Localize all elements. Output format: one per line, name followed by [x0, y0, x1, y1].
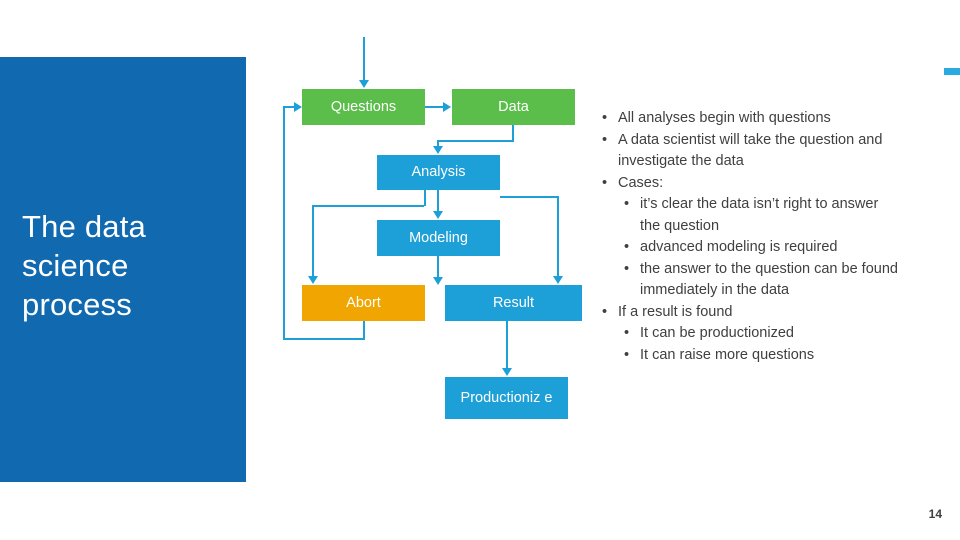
arrow-into-data [443, 102, 451, 112]
bullet-list: All analyses begin with questions A data… [598, 108, 898, 366]
left-color-panel [0, 57, 246, 482]
list-item: It can raise more questions [598, 345, 898, 367]
node-analysis[interactable]: Analysis [377, 155, 500, 190]
node-modeling[interactable]: Modeling [377, 220, 500, 256]
connector-data-to-analysis-horizontal [437, 140, 514, 142]
connector-modeling-to-result [437, 256, 439, 278]
connector-result-in-vertical [557, 196, 559, 277]
connector-abort-in-vertical [312, 205, 314, 277]
flow-diagram: Questions Data Analysis Modeling Abort R… [246, 0, 606, 540]
arrow-loop-into-questions [294, 102, 302, 112]
accent-bar [944, 68, 960, 75]
list-item: A data scientist will take the question … [598, 130, 898, 173]
list-item: it’s clear the data isn’t right to answe… [598, 194, 898, 237]
connector-loop-into-questions [283, 106, 296, 108]
connector-questions-to-data [425, 106, 444, 108]
list-item: If a result is found [598, 302, 898, 324]
connector-abort-loop-down [363, 321, 365, 339]
connector-abort-loop-up [283, 106, 285, 340]
list-item: All analyses begin with questions [598, 108, 898, 130]
list-item: It can be productionized [598, 323, 898, 345]
connector-analysis-in-vertical [437, 140, 439, 147]
arrow-into-questions [359, 80, 369, 88]
arrow-into-modeling [433, 211, 443, 219]
arrow-modeling-down [433, 277, 443, 285]
arrow-into-abort [308, 276, 318, 284]
node-result[interactable]: Result [445, 285, 582, 321]
connector-result-to-productionize [506, 321, 508, 369]
arrow-into-result [553, 276, 563, 284]
node-productionize[interactable]: Productioniz e [445, 377, 568, 419]
node-questions[interactable]: Questions [302, 89, 425, 125]
list-item: the answer to the question can be found … [598, 259, 898, 302]
connector-top-vertical [363, 37, 365, 81]
connector-analysis-left-horizontal [312, 205, 424, 207]
node-abort[interactable]: Abort [302, 285, 425, 321]
node-data[interactable]: Data [452, 89, 575, 125]
connector-data-down [512, 125, 514, 141]
connector-abort-loop-horizontal [283, 338, 365, 340]
list-item: Cases: [598, 173, 898, 195]
page-number: 14 [928, 507, 942, 521]
page-title: The data science process [22, 209, 146, 322]
connector-analysis-to-modeling [437, 190, 439, 212]
arrow-into-productionize [502, 368, 512, 376]
arrow-into-analysis [433, 146, 443, 154]
connector-analysis-right-horizontal [500, 196, 559, 198]
list-item: advanced modeling is required [598, 237, 898, 259]
